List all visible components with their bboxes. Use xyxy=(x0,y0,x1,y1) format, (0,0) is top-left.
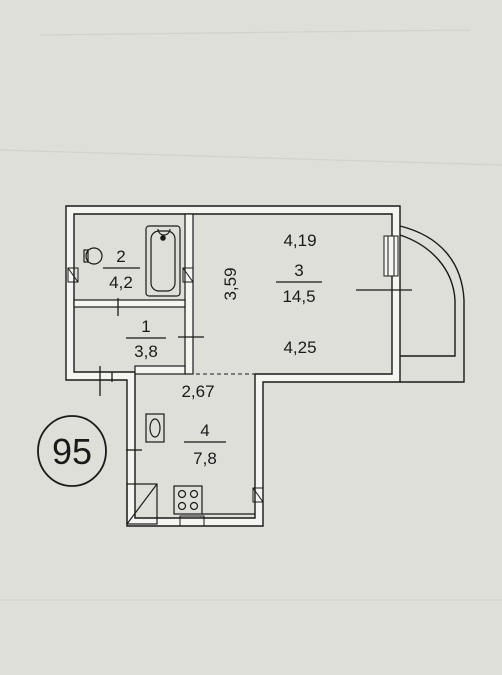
room-4-label: 2,67 4 7,8 xyxy=(181,382,226,468)
apartment-number-badge: 95 xyxy=(37,415,107,487)
cabinet xyxy=(126,483,158,525)
window xyxy=(383,235,399,277)
room-3-height: 3,59 xyxy=(221,267,240,300)
room-3-top-width: 4,19 xyxy=(283,231,316,250)
room-1-label: 1 3,8 xyxy=(126,317,166,361)
ventilation-shafts xyxy=(67,267,264,527)
room-1-number: 1 xyxy=(141,317,150,336)
room-3-number: 3 xyxy=(294,261,303,280)
apartment-number: 95 xyxy=(52,431,92,472)
bathtub xyxy=(145,225,181,297)
room-2-area: 4,2 xyxy=(109,273,133,292)
kitchen-fixtures xyxy=(126,413,255,525)
balcony xyxy=(399,225,465,383)
room-4-width: 2,67 xyxy=(181,382,214,401)
room-3-area: 14,5 xyxy=(282,287,315,306)
toilet xyxy=(85,247,103,265)
room-4-area: 7,8 xyxy=(193,449,217,468)
room-1-area: 3,8 xyxy=(134,342,158,361)
stove xyxy=(173,485,203,515)
kitchen-sink xyxy=(145,413,165,443)
room-2-label: 2 4,2 xyxy=(103,247,140,292)
room-3-label: 4,19 3 14,5 4,25 3,59 xyxy=(221,231,322,357)
room-3-bottom-width: 4,25 xyxy=(283,338,316,357)
bathroom-fixtures xyxy=(83,225,181,297)
background-print xyxy=(0,29,502,601)
door-marks xyxy=(99,289,412,451)
room-4-number: 4 xyxy=(200,421,209,440)
room-2-number: 2 xyxy=(116,247,125,266)
